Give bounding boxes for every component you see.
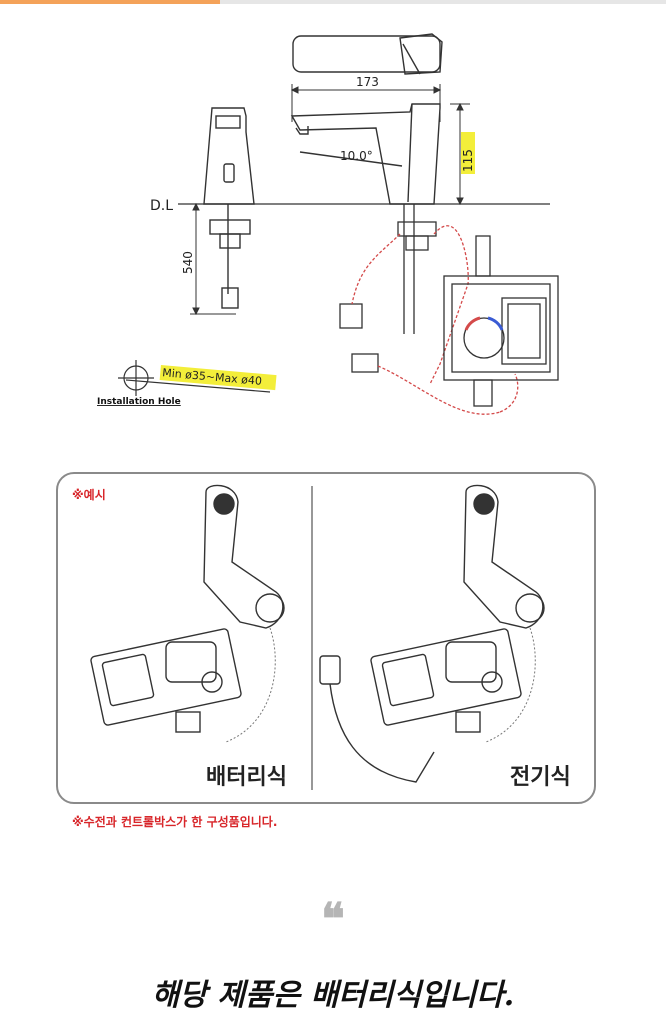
dimension-height-highlight [461, 132, 475, 174]
dimension-height [450, 102, 470, 206]
datum-label: D.L [150, 198, 173, 214]
top-progress-accent [0, 0, 220, 4]
hole-range-highlight [159, 365, 277, 391]
example-illustrations: 배터리식 전기식 [90, 484, 571, 790]
dimension-width [290, 84, 442, 122]
electric-type-label: 전기식 [510, 765, 571, 790]
faucet-technical-drawing: 173 10.0° 115 540 D.L [97, 33, 559, 415]
faucet-top-view [292, 33, 443, 75]
installation-hole-symbol [118, 360, 271, 396]
installation-hole-caption: Installation Hole [97, 397, 181, 407]
hole-range: Min ø35~Max ø40 [159, 365, 277, 391]
example-note: ※예시 [72, 488, 106, 502]
dimension-width-label: 173 [356, 75, 379, 89]
faucet-side-view [290, 103, 441, 205]
top-progress-bar [0, 0, 666, 4]
electric-type-illustration [319, 484, 545, 783]
electric-link-line [485, 627, 536, 743]
highlight-quote: 해당 제품은 배터리식입니다. [151, 978, 515, 1013]
dimension-depth-label: 540 [181, 251, 195, 274]
control-box-hot-arc [464, 316, 481, 331]
dimension-depth [190, 202, 236, 316]
faucet-front-view [203, 107, 255, 309]
control-box-cold-arc [487, 316, 504, 331]
control-box [443, 235, 559, 407]
battery-type-label: 배터리식 [206, 765, 287, 790]
battery-link-line [225, 627, 276, 743]
battery-type-illustration [90, 484, 285, 733]
quote-mark-icon: ❝ [321, 894, 345, 945]
example-comparison-box [56, 472, 596, 804]
dimension-angle-label: 10.0° [340, 149, 373, 163]
faucet-piping [339, 204, 437, 373]
component-footnote: ※수전과 컨트롤박스가 한 구성품입니다. [72, 815, 278, 829]
dimension-height-label: 115 [461, 149, 475, 172]
